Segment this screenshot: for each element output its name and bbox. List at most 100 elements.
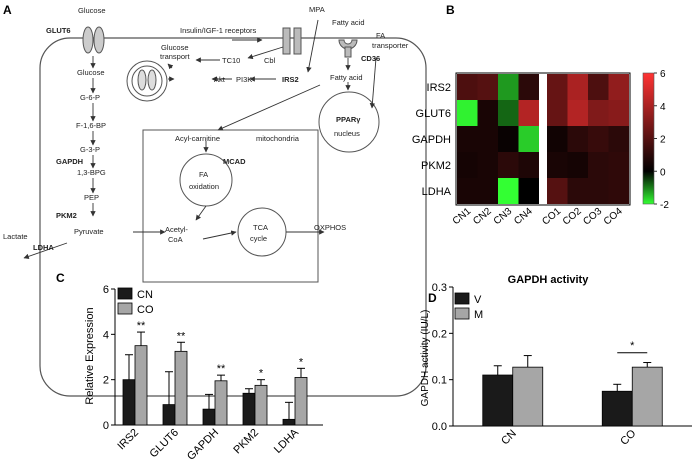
x-category-label: LDHA: [272, 426, 302, 456]
heatmap-cell: [477, 178, 498, 204]
panel-c-bar-chart: C Relative Expression 0246IRS2**GLUT6**G…: [56, 271, 323, 463]
heatmap-cell: [588, 126, 609, 152]
heatmap-cell: [498, 126, 519, 152]
legend-swatch-v: [454, 292, 470, 305]
label-fatty-acid-extracellular: Fatty acid: [332, 18, 365, 27]
y-tick-label: 0.0: [432, 421, 447, 433]
heatmap-cell: [608, 74, 629, 100]
heatmap-cell: [457, 126, 478, 152]
heatmap-cell: [498, 178, 519, 204]
label-glut6: GLUT6: [46, 26, 71, 35]
bar-m: [631, 366, 663, 427]
bar-co: [294, 376, 308, 426]
label-mitochondria: mitochondria: [256, 134, 300, 143]
y-tick-label: 0.1: [432, 375, 447, 387]
heatmap-cell: [588, 152, 609, 178]
y-tick-label: 0: [103, 420, 109, 432]
label-lactate: Lactate: [3, 232, 28, 241]
label-13bpg: 1,3-BPG: [77, 168, 106, 177]
heatmap-cell: [547, 178, 568, 204]
heatmap-cell: [518, 100, 539, 126]
label-cbl: Cbl: [264, 56, 276, 65]
label-acetyl-line2: CoA: [168, 235, 183, 244]
y-tick-label: 0.2: [432, 328, 447, 340]
significance-marker: **: [137, 320, 146, 332]
heatmap-cell: [547, 126, 568, 152]
heatmap-cell: [518, 152, 539, 178]
heatmap-cell: [608, 100, 629, 126]
heatmap-row-label: GAPDH: [412, 134, 451, 146]
label-fa-oxidation-line1: FA: [199, 170, 208, 179]
nucleus-circle: [318, 91, 380, 153]
heatmap-row-label: PKM2: [421, 160, 451, 172]
heatmap-cells: [455, 72, 631, 206]
legend-label: CO: [137, 304, 154, 316]
x-category-label: PKM2: [231, 427, 261, 457]
heatmap-cell: [588, 100, 609, 126]
heatmap-row-label: IRS2: [427, 82, 451, 94]
colorbar-tick-label: 4: [660, 102, 666, 113]
label-mpa: MPA: [309, 5, 325, 14]
label-ppar-gamma: PPARγ: [336, 115, 361, 124]
heatmap-cell: [457, 74, 478, 100]
label-transporter: transporter: [372, 41, 409, 50]
bar-cn: [162, 404, 176, 426]
heatmap-cell: [477, 74, 498, 100]
colorbar-tick-label: -2: [660, 200, 669, 211]
heatmap-cell: [547, 152, 568, 178]
heatmap-cell: [518, 178, 539, 204]
x-category-label: CO: [618, 427, 638, 447]
bar-co: [174, 350, 188, 426]
label-glucose-extracellular: Glucose: [78, 6, 106, 15]
heatmap-cell: [567, 152, 588, 178]
heatmap-row-label: LDHA: [422, 186, 452, 198]
heatmap-column-label: CO3: [581, 206, 604, 228]
heatmap-cell: [608, 126, 629, 152]
label-acetyl-line1: Acetyl-: [165, 225, 188, 234]
label-tc10: TC10: [222, 56, 240, 65]
colorbar-tick-label: 6: [660, 69, 666, 80]
heatmap-cell: [567, 126, 588, 152]
label-tca-line1: TCA: [253, 223, 268, 232]
bar-co: [214, 380, 228, 426]
heatmap-column-label: CN4: [512, 206, 535, 228]
significance-marker: *: [259, 368, 264, 380]
x-category-label: CN: [499, 428, 519, 448]
bar-cn: [282, 418, 296, 426]
y-tick-label: 6: [103, 284, 109, 296]
glucose-transport-vesicle-icon: [126, 60, 168, 102]
heatmap-frame: [455, 72, 631, 206]
label-glucose-transport-line2: transport: [160, 52, 191, 61]
label-gapdh: GAPDH: [56, 157, 83, 166]
insulin-receptor-icon: [282, 27, 302, 55]
d-chart-title: GAPDH activity: [508, 274, 590, 286]
heatmap-column-label: CO1: [540, 206, 563, 228]
label-g6p: G-6-P: [80, 93, 100, 102]
label-fa: FA: [376, 31, 385, 40]
label-acyl-carnitine: Acyl-carnitine: [175, 134, 220, 143]
heatmap-cell: [608, 152, 629, 178]
label-pkm2: PKM2: [56, 211, 77, 220]
heatmap-column-label: CO2: [561, 206, 584, 228]
y-tick-label: 4: [103, 329, 109, 341]
bar-co: [134, 345, 148, 426]
label-cd36: CD36: [361, 54, 380, 63]
legend-swatch-co: [117, 302, 133, 315]
label-pyruvate: Pyruvate: [74, 227, 104, 236]
d-y-axis-label: GAPDH activity (IU/L): [420, 310, 431, 407]
heatmap-cell: [518, 126, 539, 152]
heatmap-cell: [457, 178, 478, 204]
cell-membrane: [39, 37, 427, 397]
label-glucose-transport-line1: Glucose: [161, 43, 189, 52]
heatmap-cell: [547, 100, 568, 126]
label-akt: Akt: [214, 75, 226, 84]
heatmap-cell: [477, 100, 498, 126]
c-y-axis-label: Relative Expression: [84, 307, 96, 404]
heatmap-colorbar: [642, 72, 655, 205]
heatmap-column-label: CN1: [451, 206, 474, 228]
significance-marker: **: [177, 330, 186, 342]
